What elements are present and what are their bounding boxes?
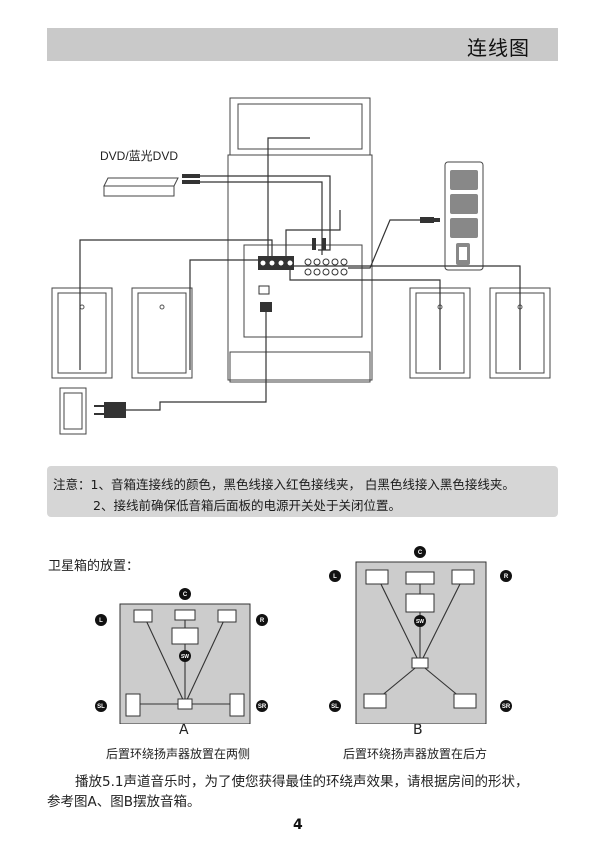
power-plug <box>94 402 126 418</box>
notes-box: 注意：1、音箱连接线的颜色，黑色线接入红色接线夹， 白黑色线接入黑色接线夹。 2… <box>47 466 558 517</box>
figure-b-caption: 后置环绕扬声器放置在后方 <box>343 747 488 761</box>
badge-right-b: R <box>504 574 509 580</box>
page-title: 连线图 <box>467 36 530 60</box>
badge-right-a: R <box>260 618 265 624</box>
speaker-right-a <box>217 609 237 623</box>
figure-a-caption: 后置环绕扬声器放置在两侧 <box>106 747 251 761</box>
speaker-left-a <box>133 609 153 623</box>
body-text-line-2: 参考图A、图B摆放音箱。 <box>47 794 201 810</box>
badge-surround-right-b: SR <box>502 704 511 710</box>
layout-figure-b: C L R SW SL SR <box>329 546 512 724</box>
speaker-terminals <box>258 256 294 270</box>
header-bar: 连线图 <box>47 28 558 61</box>
wall-outlet <box>59 387 87 435</box>
badge-left-a: L <box>99 618 103 624</box>
dvd-player <box>103 177 179 197</box>
center-speaker <box>229 97 371 156</box>
badge-surround-left-a: SL <box>97 704 105 710</box>
page-number: 4 <box>293 817 303 833</box>
speaker-right-b <box>451 569 475 585</box>
speaker-center-b <box>405 571 435 585</box>
subwoofer-a <box>171 627 199 645</box>
speaker-surround-left-b <box>363 693 387 709</box>
note-line-1: 注意：1、音箱连接线的颜色，黑色线接入红色接线夹， 白黑色线接入黑色接线夹。 <box>53 477 515 492</box>
speaker-surround-right-a <box>229 693 245 717</box>
power-switch <box>258 285 270 295</box>
speaker-surround-right-b <box>453 693 477 709</box>
satellite-speaker-left-rear <box>131 287 193 379</box>
figure-b-letter: B <box>413 722 423 738</box>
placement-title: 卫星箱的放置： <box>48 559 140 574</box>
speaker-surround-left-a <box>125 693 141 717</box>
layout-figure-a: C L R SW SL SR <box>95 588 268 724</box>
listener-a <box>177 698 193 710</box>
badge-sub-b: SW <box>416 619 424 625</box>
subwoofer-b <box>405 593 435 613</box>
badge-center-b: C <box>418 550 423 556</box>
dvd-source-label: DVD/蓝光DVD <box>100 149 178 163</box>
listener-b <box>411 657 429 669</box>
badge-left-b: L <box>333 574 337 580</box>
wiring-diagram: DVD/蓝光DVD <box>51 97 551 435</box>
rca-inputs <box>304 258 348 276</box>
figure-a-letter: A <box>179 722 189 738</box>
body-text-line-1: 播放5.1声道音乐时，为了使您获得最佳的环绕声效果，请根据房间的形状， <box>75 774 529 790</box>
speaker-left-b <box>365 569 389 585</box>
satellite-speaker-left-front <box>51 287 113 379</box>
badge-surround-left-b: SL <box>331 704 339 710</box>
speaker-center-a <box>174 609 196 621</box>
badge-surround-right-a: SR <box>258 704 267 710</box>
badge-center-a: C <box>183 592 188 598</box>
badge-sub-a: SW <box>181 654 189 660</box>
note-line-2: 2、接线前确保低音箱后面板的电源开关处于关闭位置。 <box>93 498 401 513</box>
